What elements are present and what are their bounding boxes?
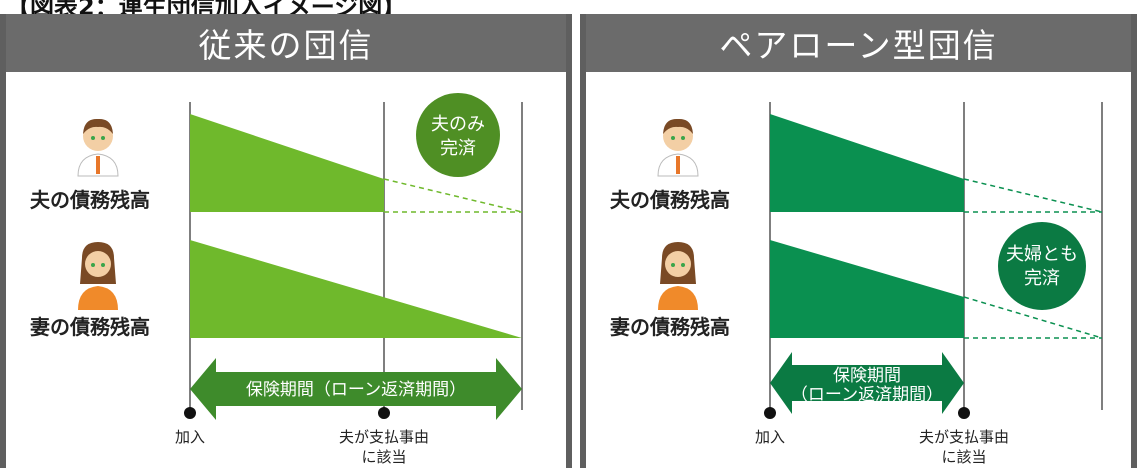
- start-label: 加入: [755, 428, 785, 446]
- event-label-line1: 夫が支払事由: [919, 428, 1009, 446]
- conventional-group-credit-panel: 従来の団信 夫のみ 完済 夫の債務残高: [0, 14, 572, 468]
- insurance-period-arrow: [190, 358, 522, 420]
- husband-debt-label: 夫の債務残高: [30, 188, 150, 212]
- wife-debt-area: [190, 240, 522, 338]
- event-dot: [378, 407, 390, 419]
- start-dot: [764, 407, 776, 419]
- top-caption-strip: 【図表2：連生団信加入イメージ図】: [0, 0, 1137, 14]
- wife-debt-label: 妻の債務残高: [610, 315, 730, 339]
- top-caption: 【図表2：連生団信加入イメージ図】: [6, 0, 407, 14]
- insurance-period-arrow: [770, 352, 964, 414]
- paid-off-circle-line2: 完済: [1024, 268, 1060, 289]
- panel-title: 従来の団信: [6, 14, 566, 72]
- husband-debt-area: [190, 114, 384, 212]
- husband-projected-line: [383, 178, 523, 213]
- insurance-period-label-line2: （ローン返済期間）: [791, 385, 943, 405]
- insurance-period-label-line1: 保険期間: [833, 366, 901, 386]
- husband-debt-area: [770, 114, 964, 212]
- man-avatar-icon: [657, 118, 699, 177]
- pair-loan-group-credit-panel: ペアローン型団信 夫婦とも 完済 夫の債務残高: [580, 14, 1137, 468]
- paid-off-circle: [998, 222, 1086, 310]
- wife-projected-line: [963, 296, 1103, 339]
- paid-off-circle: [416, 93, 500, 177]
- insurance-period-label: 保険期間（ローン返済期間）: [246, 380, 466, 400]
- woman-avatar-icon: [78, 242, 118, 310]
- wife-debt-label: 妻の債務残高: [30, 315, 150, 339]
- start-dot: [184, 407, 196, 419]
- conventional-diagram: 夫のみ 完済 夫の債務残高 妻の債務残高 保険期間（ローン返済期間） 加入 夫が…: [30, 93, 523, 466]
- paid-off-circle-line1: 夫のみ: [431, 114, 485, 135]
- man-avatar-icon: [77, 118, 119, 177]
- paid-off-circle-line2: 完済: [440, 138, 476, 159]
- start-label: 加入: [175, 428, 205, 446]
- event-label-line2: に該当: [941, 448, 986, 466]
- wife-debt-area: [770, 240, 964, 338]
- pair-loan-diagram: 夫婦とも 完済 夫の債務残高 妻の債務残高 保険期間 （ローン返済期間） 加入 …: [610, 102, 1103, 466]
- woman-avatar-icon: [658, 242, 698, 310]
- husband-projected-line: [963, 178, 1103, 213]
- event-label-line2: に該当: [361, 448, 406, 466]
- panel-title: ペアローン型団信: [586, 14, 1131, 72]
- event-label-line1: 夫が支払事由: [339, 428, 429, 446]
- paid-off-circle-line1: 夫婦とも: [1006, 244, 1078, 265]
- event-dot: [958, 407, 970, 419]
- husband-debt-label: 夫の債務残高: [610, 188, 730, 212]
